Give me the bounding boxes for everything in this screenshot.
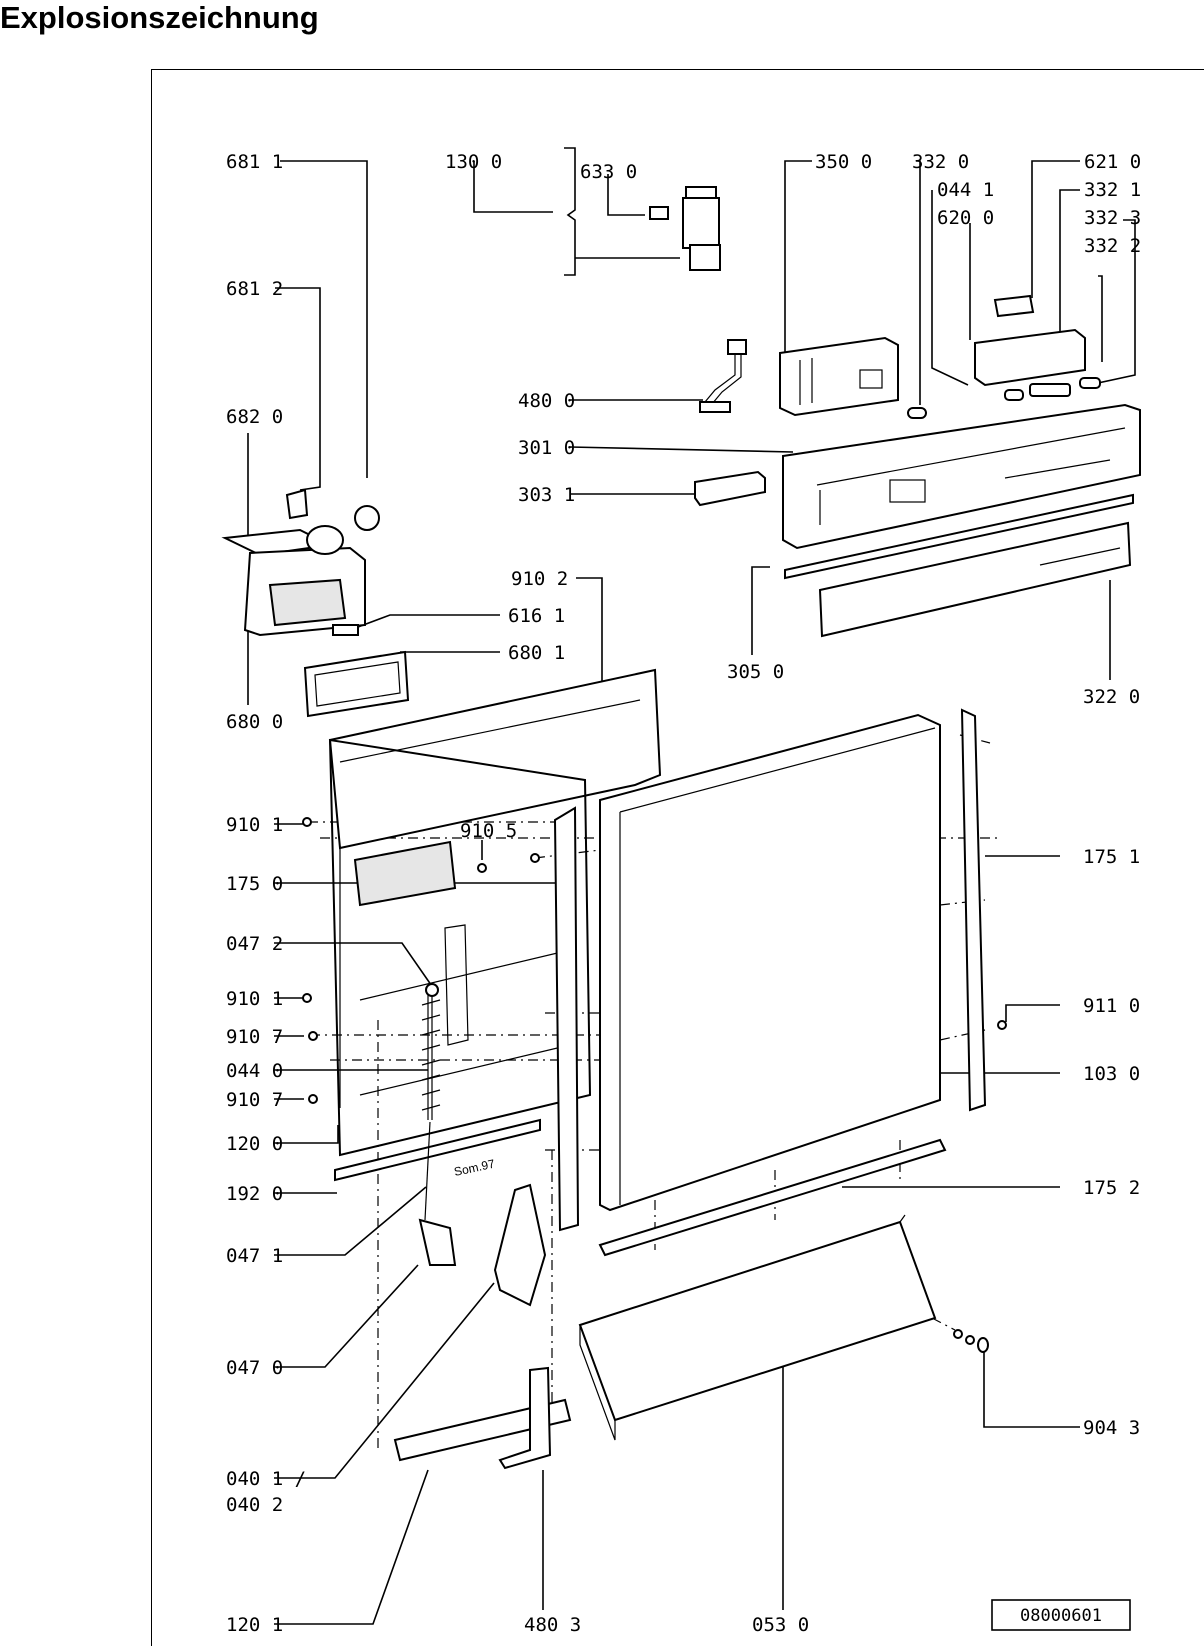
part-control-panel-housing — [782, 403, 1141, 550]
part-label: 047 2 — [226, 933, 283, 955]
part-label: 681 2 — [226, 278, 283, 300]
part-label: 910 7 — [226, 1089, 283, 1111]
part-base-rail — [393, 1366, 572, 1470]
part-label: 350 0 — [815, 151, 872, 173]
drawing-number-box: 08000601 — [991, 1599, 1131, 1631]
part-control-module — [779, 336, 899, 417]
part-label: 911 0 — [1083, 995, 1140, 1017]
part-label: 332 2 — [1084, 235, 1141, 257]
part-fascia-panel — [818, 521, 1132, 638]
part-program-selector — [907, 294, 1101, 419]
part-label: 910 7 — [226, 1026, 283, 1048]
part-label: 040 1 / — [226, 1468, 306, 1490]
part-label: 910 2 — [511, 568, 568, 590]
part-panel-trim-strip — [784, 493, 1134, 580]
part-label: 044 0 — [226, 1060, 283, 1082]
part-label: 332 3 — [1084, 207, 1141, 229]
part-label: 480 0 — [518, 390, 575, 412]
part-label: 303 1 — [518, 484, 575, 506]
part-label: 480 3 — [524, 1614, 581, 1636]
part-label: 680 0 — [226, 711, 283, 733]
part-kick-plate — [578, 1214, 937, 1441]
part-inner-door-panel — [328, 668, 662, 1182]
part-labels: 681 1 130 0 633 0 350 0 332 0 621 0 044 … — [226, 151, 1141, 1636]
part-label: 322 0 — [1083, 686, 1140, 708]
part-label: 120 1 — [226, 1614, 283, 1636]
part-label: 680 1 — [508, 642, 565, 664]
part-screws — [302, 817, 1007, 1353]
part-label: 053 0 — [752, 1614, 809, 1636]
part-outer-door-panel — [599, 713, 941, 1212]
part-label: 175 1 — [1083, 846, 1140, 868]
part-cable-harness — [699, 339, 747, 413]
page-title: Explosionszeichnung — [0, 0, 319, 35]
drawing-frame — [151, 69, 1204, 1646]
part-label: 305 0 — [727, 661, 784, 683]
part-door-sensor-assembly — [649, 186, 721, 271]
part-label: 120 0 — [226, 1133, 283, 1155]
part-label: 103 0 — [1083, 1063, 1140, 1085]
part-hinge-lever — [418, 1183, 547, 1307]
part-side-strip-left — [553, 806, 580, 1232]
part-label: 682 0 — [226, 406, 283, 428]
part-label: 616 1 — [508, 605, 565, 627]
drawing-number: 08000601 — [1020, 1606, 1102, 1626]
part-label: 904 3 — [1083, 1417, 1140, 1439]
part-label: 175 0 — [226, 873, 283, 895]
part-label: 192 0 — [226, 1183, 283, 1205]
part-label: 130 0 — [445, 151, 502, 173]
part-label: 047 0 — [226, 1357, 283, 1379]
part-label: 620 0 — [937, 207, 994, 229]
part-label: 175 2 — [1083, 1177, 1140, 1199]
part-label: 910 1 — [226, 814, 283, 836]
part-label: 040 2 — [226, 1494, 283, 1516]
part-handle-cap — [694, 470, 766, 507]
part-label: 633 0 — [580, 161, 637, 183]
part-dispenser-seal — [303, 650, 410, 718]
part-hinge-spring — [421, 983, 441, 1221]
part-detergent-dispenser — [221, 488, 380, 637]
part-side-strip-right — [960, 708, 987, 1112]
part-label: 047 1 — [226, 1245, 283, 1267]
part-label: 332 1 — [1084, 179, 1141, 201]
part-label: 332 0 — [912, 151, 969, 173]
part-bottom-strip — [598, 1138, 947, 1257]
part-label: 910 5 — [460, 820, 517, 842]
part-label: 681 1 — [226, 151, 283, 173]
door-marking: Som.97 — [453, 1157, 497, 1179]
part-label: 621 0 — [1084, 151, 1141, 173]
part-label: 301 0 — [518, 437, 575, 459]
part-label: 910 1 — [226, 988, 283, 1010]
part-label: 044 1 — [937, 179, 994, 201]
